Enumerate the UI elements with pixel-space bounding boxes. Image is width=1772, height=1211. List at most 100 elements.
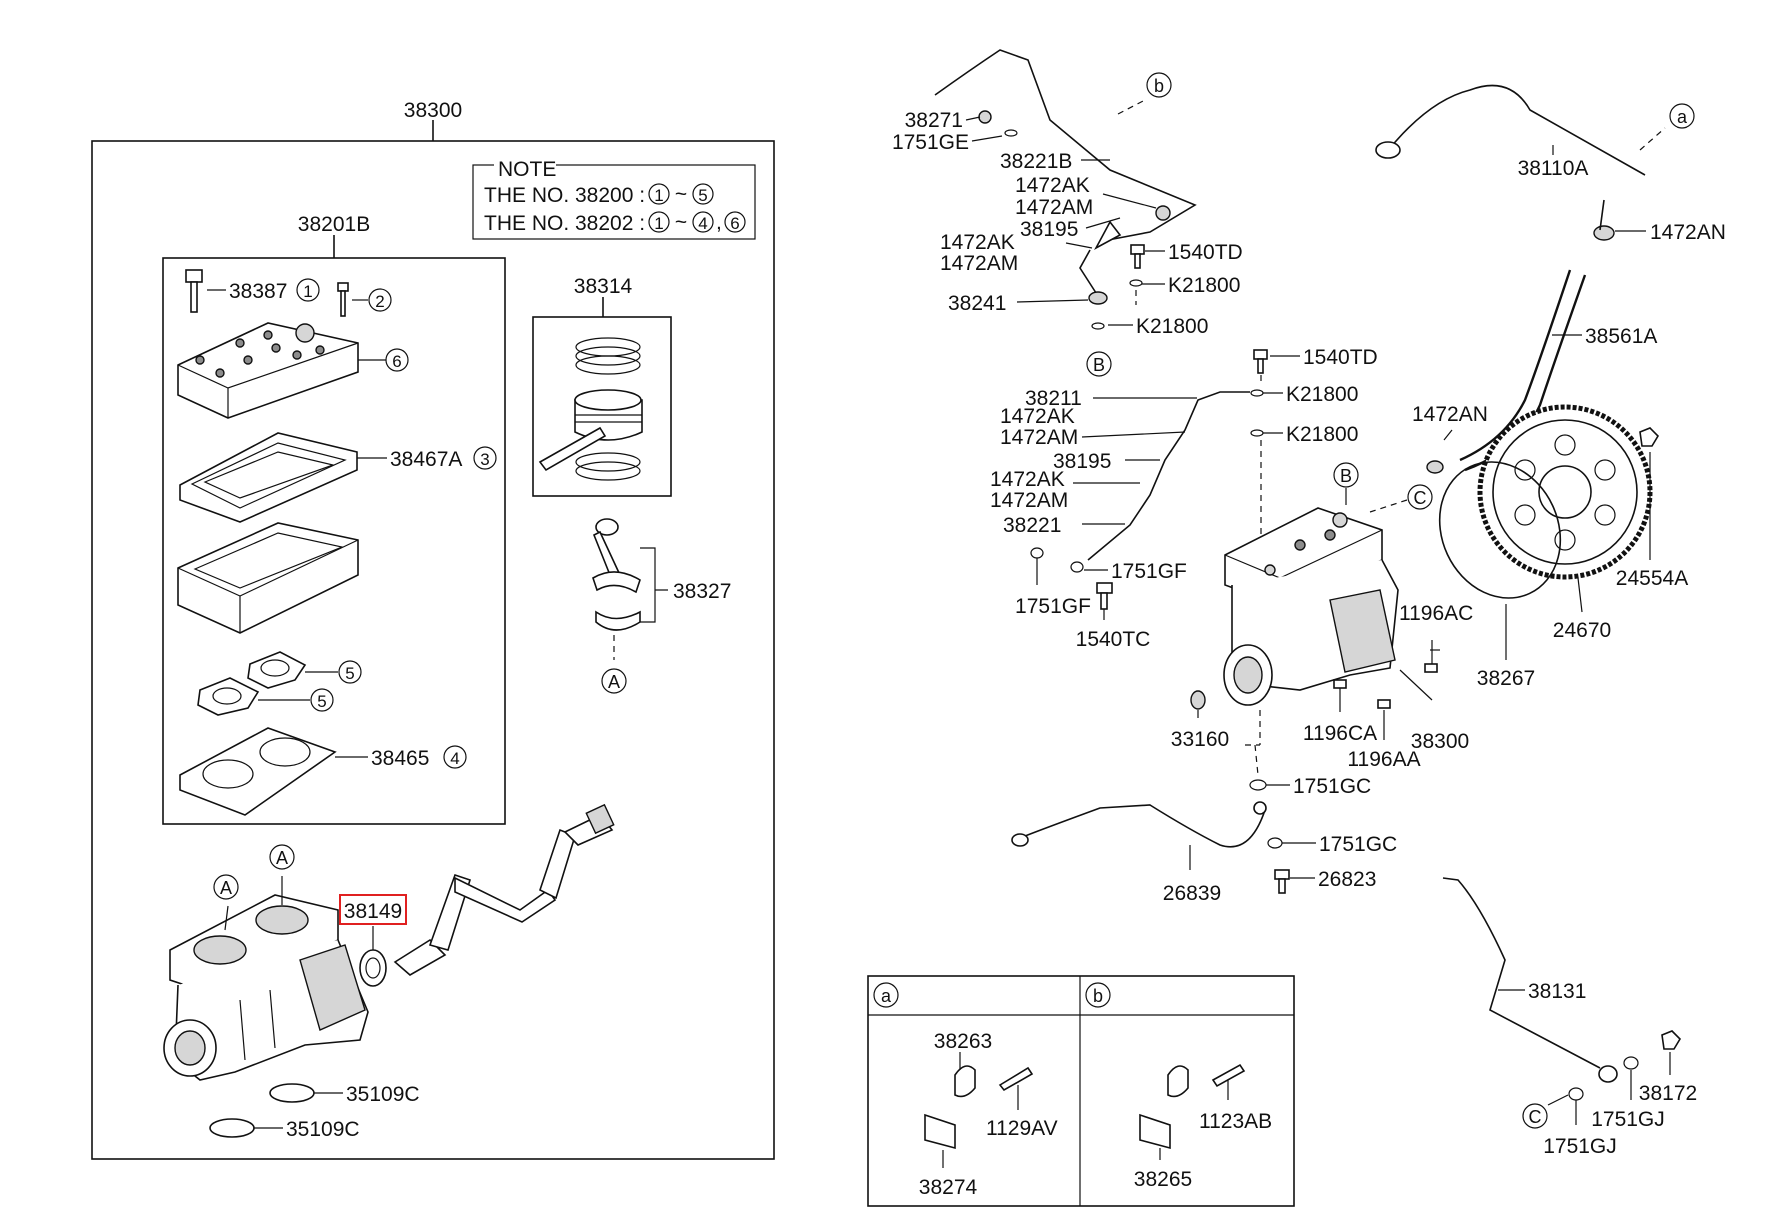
label-38195-2[interactable]: 38195 (1053, 450, 1111, 473)
bolt-38387-drawing (185, 269, 203, 313)
label-38267[interactable]: 38267 (1477, 667, 1535, 690)
label-38314[interactable]: 38314 (574, 275, 633, 298)
fitting-38172 (1661, 1030, 1682, 1050)
label-38195-1[interactable]: 38195 (1020, 218, 1078, 241)
label-1472AM-1[interactable]: 1472AM (1015, 196, 1093, 219)
label-1751GJ-2[interactable]: 1751GJ (1543, 1135, 1617, 1158)
hose-38561A (1459, 269, 1572, 462)
note-header: NOTE (498, 158, 556, 181)
pipe-38241 (1079, 249, 1099, 297)
label-1472AK-4[interactable]: 1472AK (990, 468, 1065, 491)
label-1751GF-2[interactable]: 1751GF (1015, 595, 1091, 618)
note-line1-prefix: THE NO. 38200 : (484, 184, 645, 207)
piston-kit-frame (532, 316, 672, 497)
label-38300-right[interactable]: 38300 (1411, 730, 1469, 753)
crankcase-drawing (163, 894, 369, 1081)
label-1123AB[interactable]: 1123AB (1199, 1110, 1272, 1133)
label-24554A[interactable]: 24554A (1616, 567, 1688, 590)
label-assembly-38300[interactable]: 38300 (404, 99, 462, 122)
label-33160[interactable]: 33160 (1171, 728, 1229, 751)
note-line2-mid: 4 (698, 214, 707, 233)
label-38465[interactable]: 38465 (371, 747, 429, 770)
label-1196AC[interactable]: 1196AC (1399, 602, 1473, 625)
label-38211[interactable]: 38211 (1025, 387, 1082, 410)
ref-2: 2 (375, 292, 384, 311)
label-1751GE[interactable]: 1751GE (892, 131, 969, 154)
label-38271[interactable]: 38271 (905, 109, 963, 132)
pipe-38211-38221 (1087, 391, 1250, 561)
label-1196AA[interactable]: 1196AA (1347, 748, 1420, 771)
label-1540TD-1[interactable]: 1540TD (1168, 241, 1243, 264)
ref-3: 3 (480, 450, 489, 469)
label-38467A[interactable]: 38467A (390, 448, 462, 471)
label-24670[interactable]: 24670 (1553, 619, 1611, 642)
label-1540TD-2[interactable]: 1540TD (1303, 346, 1378, 369)
label-1472AN-2[interactable]: 1472AN (1412, 403, 1488, 426)
label-1472AM-4[interactable]: 1472AM (990, 489, 1068, 512)
label-38221B[interactable]: 38221B (1000, 150, 1072, 173)
cylinder-head-drawing (177, 322, 359, 419)
label-26823[interactable]: 26823 (1318, 868, 1376, 891)
label-1540TC[interactable]: 1540TC (1076, 628, 1151, 651)
ref-A-conrod: A (608, 672, 620, 692)
gear-24670-drawing (1477, 404, 1653, 580)
label-35109C-2[interactable]: 35109C (286, 1118, 360, 1141)
note-box: NOTE THE NO. 38200 : 1 ~ 5 THE NO. 38202… (472, 158, 756, 240)
label-38221[interactable]: 38221 (1003, 514, 1061, 537)
label-38131[interactable]: 38131 (1528, 980, 1586, 1003)
label-38110A[interactable]: 38110A (1518, 157, 1589, 180)
ref-6: 6 (392, 352, 401, 371)
label-1751GC-1[interactable]: 1751GC (1293, 775, 1371, 798)
piston-drawing (538, 337, 643, 481)
bolt-1540TD-2 (1253, 349, 1268, 360)
label-38387[interactable]: 38387 (229, 280, 287, 303)
valve-rings-drawing (197, 651, 307, 716)
gasket-38467A-drawing (179, 432, 358, 523)
label-38274[interactable]: 38274 (919, 1176, 978, 1199)
label-38241[interactable]: 38241 (948, 292, 1006, 315)
label-38263[interactable]: 38263 (934, 1030, 992, 1053)
detail-tag-b: b (1093, 986, 1103, 1006)
ref-1: 1 (303, 282, 312, 301)
label-38172[interactable]: 38172 (1639, 1082, 1697, 1105)
label-1751GC-2[interactable]: 1751GC (1319, 833, 1397, 856)
label-1472AM-3[interactable]: 1472AM (1000, 426, 1078, 449)
note-line1-end: 5 (698, 186, 707, 205)
label-38561A[interactable]: 38561A (1585, 325, 1657, 348)
label-1472AK-3[interactable]: 1472AK (1000, 405, 1075, 428)
plug-drawing-1 (269, 1083, 315, 1103)
label-1472AK-1[interactable]: 1472AK (1015, 174, 1090, 197)
ref-A-crank-2: A (276, 848, 288, 868)
label-35109C-1[interactable]: 35109C (346, 1083, 420, 1106)
label-1472AN-1[interactable]: 1472AN (1650, 221, 1726, 244)
label-38265[interactable]: 38265 (1134, 1168, 1192, 1191)
label-K21800-3[interactable]: K21800 (1286, 383, 1358, 406)
plug-drawing-2 (209, 1118, 255, 1138)
note-line2-prefix: THE NO. 38202 : (484, 212, 645, 235)
ref-A-crank-1: A (220, 878, 232, 898)
label-26839[interactable]: 26839 (1163, 882, 1221, 905)
oil-seal-drawing (359, 949, 387, 987)
detail-tag-a: a (881, 986, 892, 1006)
label-1129AV[interactable]: 1129AV (986, 1117, 1058, 1140)
label-1751GF-1[interactable]: 1751GF (1111, 560, 1187, 583)
label-K21800-4[interactable]: K21800 (1286, 423, 1358, 446)
gasket-38465-drawing (179, 727, 337, 816)
label-K21800-1[interactable]: K21800 (1168, 274, 1240, 297)
label-1472AK-2[interactable]: 1472AK (940, 231, 1015, 254)
label-38327[interactable]: 38327 (673, 580, 731, 603)
label-1472AM-2[interactable]: 1472AM (940, 252, 1018, 275)
note-line2-start: 1 (654, 214, 663, 233)
label-1751GJ-1[interactable]: 1751GJ (1591, 1108, 1665, 1131)
detail-table: a b 38263 1129AV 38274 1123AB 38265 (867, 975, 1295, 1207)
bolt-1540TC (1096, 582, 1113, 594)
ref-C-pump: C (1414, 488, 1427, 508)
note-line2-comma: , (716, 211, 722, 234)
valve-plate-drawing (177, 522, 359, 634)
label-38149[interactable]: 38149 (344, 900, 402, 923)
ref-5-b: 5 (317, 692, 326, 711)
label-K21800-2[interactable]: K21800 (1136, 315, 1208, 338)
label-38201B[interactable]: 38201B (298, 213, 370, 236)
label-1196CA[interactable]: 1196CA (1303, 722, 1377, 745)
